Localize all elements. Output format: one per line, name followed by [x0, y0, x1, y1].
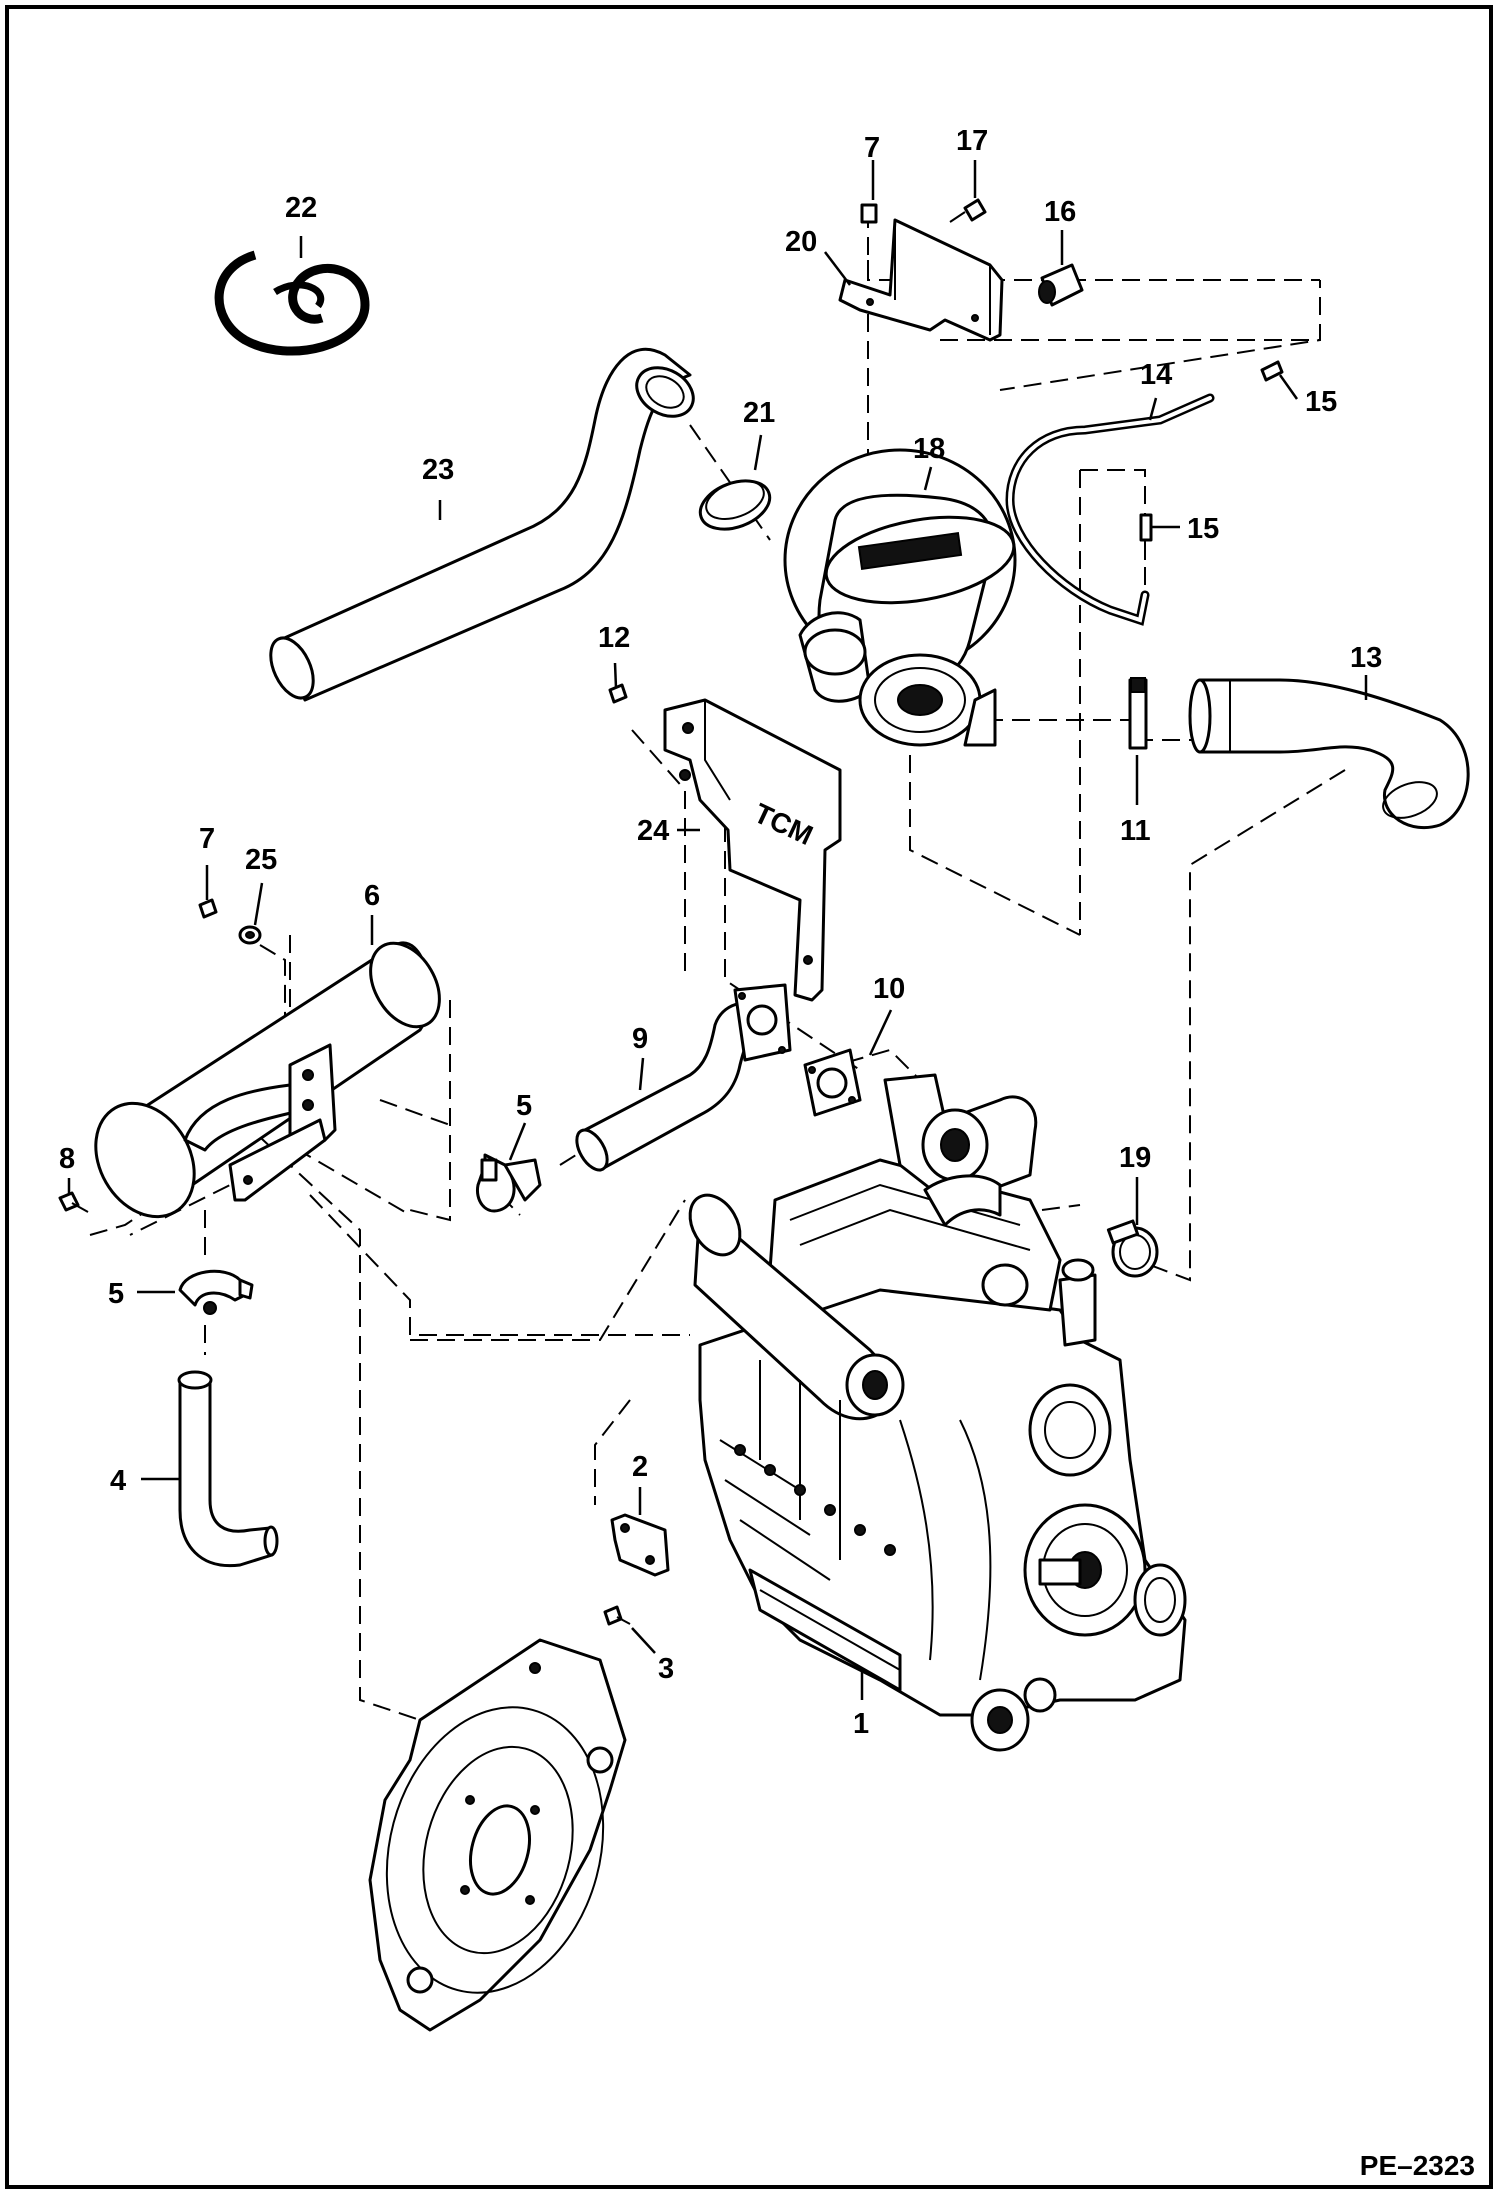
bolt-part-11 [608, 683, 628, 704]
pin-part-15-lower [1139, 513, 1153, 542]
bolt-part-17 [949, 198, 987, 223]
callout-24: 24 [637, 815, 669, 847]
callout-16: 16 [1044, 196, 1076, 228]
page-border [5, 5, 1493, 2189]
callout-2: 2 [632, 1451, 648, 1483]
callout-25: 25 [245, 844, 277, 876]
bolt-part-8 [58, 1191, 89, 1213]
clamp-part-5-center [475, 1153, 542, 1213]
bolt-part-7-upper [860, 203, 878, 224]
callout-19: 20 [785, 226, 817, 258]
washer-part-25 [238, 925, 262, 945]
callout-23: 22 [285, 192, 317, 224]
callout-14: 14 [1140, 359, 1172, 391]
callout-8: 8 [59, 1143, 75, 1175]
callout-4: 4 [110, 1465, 126, 1497]
hose-clamp-part-18 [1106, 1219, 1159, 1278]
flywheel-housing [368, 1638, 627, 2032]
callout-9: 9 [632, 1023, 648, 1055]
callout-7-left: 7 [199, 823, 215, 855]
callout-21: 21 [743, 397, 775, 429]
bolt-part-7-left [198, 898, 218, 919]
tailpipe-part-4 [177, 1370, 279, 1568]
callout-13: 11 [1120, 815, 1151, 847]
callout-11: 12 [598, 622, 630, 654]
callout-17: 17 [956, 125, 988, 157]
clamp-part-5-left [178, 1269, 254, 1315]
coiled-hose-part-23 [214, 250, 370, 356]
air-cleaner-part-20 [783, 448, 1017, 747]
bracket-part-2 [610, 1513, 670, 1577]
callout-5-center: 5 [516, 1090, 532, 1122]
heat-shield-part-24 [663, 698, 842, 1002]
leader-lines [67, 160, 1368, 1700]
exhaust-pipe-part-9 [575, 983, 792, 1172]
callout-1: 1 [853, 1708, 869, 1740]
callout-10: 10 [873, 973, 905, 1005]
pin-part-15-upper [1260, 360, 1284, 382]
callout-5-left: 5 [108, 1278, 124, 1310]
intake-tube-part-22 [269, 347, 695, 702]
callout-22: 23 [422, 454, 454, 486]
callout-7-top: 7 [864, 132, 880, 164]
callouts: 22 7 17 16 20 14 15 21 23 18 15 12 13 24… [59, 125, 1382, 1740]
callout-18: 19 [1119, 1142, 1151, 1174]
callout-20: 18 [913, 433, 945, 465]
gasket-part-10 [803, 1048, 862, 1117]
clamp-part-13 [1128, 677, 1148, 750]
mount-bracket-part-19 [838, 218, 1004, 342]
callout-15-lower: 15 [1187, 513, 1219, 545]
callout-6: 6 [364, 880, 380, 912]
engine-part-1 [688, 1073, 1187, 1752]
bushing-part-16 [1038, 263, 1084, 307]
muffler-part-6 [94, 941, 441, 1219]
figure-code: PE–2323 [1360, 2150, 1475, 2181]
band-clamp-part-21 [698, 479, 772, 531]
callout-3: 3 [658, 1653, 674, 1685]
bolt-part-3 [603, 1605, 631, 1626]
support-rod-part-14 [1005, 393, 1215, 626]
elbow-hose-part-12 [1188, 678, 1470, 830]
callout-12: 13 [1350, 642, 1382, 674]
callout-15-upper: 15 [1305, 386, 1337, 418]
